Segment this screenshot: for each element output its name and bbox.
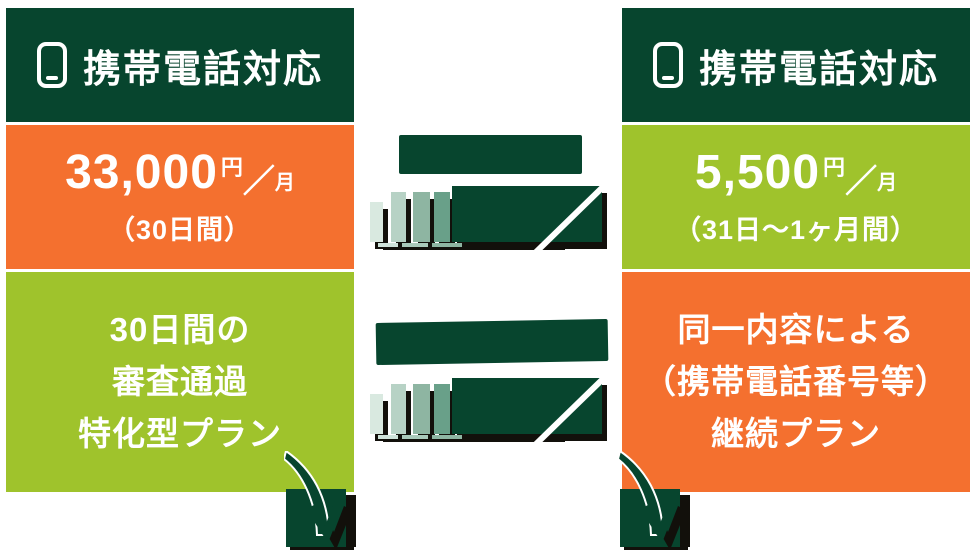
right-plan-card: 携帯電話対応 5,500 円 ／ 月 （31日〜1ヶ月間） 同一内容による （携…: [622, 8, 970, 492]
right-card-header: 携帯電話対応: [622, 8, 970, 122]
right-price-amount: 5,500: [694, 145, 821, 199]
right-price-period: （31日〜1ヶ月間）: [673, 214, 919, 245]
curved-down-arrow-icon: [284, 451, 356, 550]
left-card-description: 30日間の 審査通過 特化型プラン: [6, 272, 354, 492]
smartphone-icon: [652, 42, 683, 88]
left-price-period: （30日間）: [107, 214, 253, 245]
middle-label-bar-bottom: [375, 318, 609, 366]
right-desc-line-2: （携帯電話番号等）: [643, 362, 949, 400]
left-card-price-section: 33,000 円 ／ 月 （30日間）: [6, 125, 354, 269]
left-card-header: 携帯電話対応: [6, 8, 354, 122]
left-price-unit-month: 月: [274, 171, 295, 194]
smartphone-icon: [36, 42, 67, 88]
right-price-unit-yen: 円: [823, 154, 846, 180]
right-arrow-icon: [370, 378, 609, 446]
right-card-description: 同一内容による （携帯電話番号等） 継続プラン: [622, 272, 970, 492]
left-price-unit-slash: ／: [242, 162, 275, 199]
left-card-price: 33,000 円 ／ 月: [65, 145, 295, 202]
right-card-price-section: 5,500 円 ／ 月 （31日〜1ヶ月間）: [622, 125, 970, 269]
left-card-title: 携帯電話対応: [82, 48, 323, 91]
left-desc-line-2: 審査通過: [112, 362, 248, 400]
right-price-unit-month: 月: [877, 171, 898, 194]
curved-down-arrow-icon: [618, 451, 690, 550]
right-price-unit-slash: ／: [845, 162, 878, 199]
left-plan-card: 携帯電話対応 33,000 円 ／ 月 （30日間） 30日間の 審査通過 特化…: [6, 8, 354, 492]
right-desc-line-3: 継続プラン: [711, 415, 881, 453]
left-price-amount: 33,000: [65, 145, 218, 199]
right-desc-line-1: 同一内容による: [677, 310, 915, 348]
right-card-price: 5,500 円 ／ 月: [694, 145, 898, 202]
left-price-unit-yen: 円: [220, 154, 243, 180]
right-card-title: 携帯電話対応: [698, 48, 939, 91]
middle-label-bar-top: [399, 135, 582, 174]
right-arrow-icon: [370, 186, 609, 254]
left-desc-line-3: 特化型プラン: [78, 415, 282, 453]
left-desc-line-1: 30日間の: [109, 310, 251, 348]
